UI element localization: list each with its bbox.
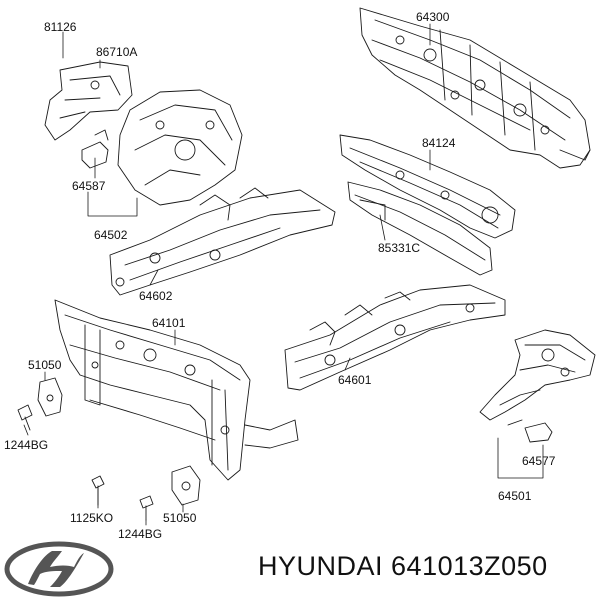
member-85331C-part <box>347 181 493 276</box>
bracket-86710A-part <box>44 61 133 141</box>
label-51050-left: 51050 <box>28 358 62 372</box>
footer-caption: HYUNDAI 641013Z050 <box>258 551 548 582</box>
label-64300: 64300 <box>416 10 450 24</box>
bracket-64577-part <box>507 419 553 443</box>
bolt-1244BG-left-part <box>17 404 33 431</box>
label-64601: 64601 <box>338 373 372 387</box>
label-64502: 64502 <box>94 228 128 242</box>
label-64602: 64602 <box>139 289 173 303</box>
part-number: 641013Z050 <box>391 551 548 581</box>
label-81126: 81126 <box>44 20 77 34</box>
bracket-51050-left-part <box>37 377 63 417</box>
side-member-64601-part <box>284 284 506 391</box>
side-member-64602-part <box>109 187 336 296</box>
label-84124: 84124 <box>422 136 456 150</box>
front-carrier-64101-part <box>54 299 299 481</box>
cowl-panel-84124-part <box>339 134 516 239</box>
front-member-64501-part <box>479 329 596 421</box>
label-64101: 64101 <box>152 316 186 330</box>
label-86710A: 86710A <box>96 45 138 59</box>
leader-lines <box>23 23 544 526</box>
bracket-51050-bottom-part <box>171 465 201 506</box>
label-1125KO: 1125KO <box>70 511 114 525</box>
dash-panel-64300-part <box>359 7 591 169</box>
brand-name: HYUNDAI <box>258 551 384 581</box>
hyundai-logo-icon <box>4 541 114 597</box>
label-51050-bottom: 51050 <box>163 511 197 525</box>
label-64577: 64577 <box>522 454 556 468</box>
label-1244BG-bottom: 1244BG <box>118 527 163 541</box>
bracket-64587-part <box>81 129 109 169</box>
label-1244BG-left: 1244BG <box>4 438 49 452</box>
label-64501: 64501 <box>498 489 532 503</box>
label-64587: 64587 <box>72 179 106 193</box>
label-85331C: 85331C <box>378 241 421 255</box>
bolt-1244BG-bottom-part <box>139 495 154 521</box>
wheel-house-part <box>117 89 243 206</box>
